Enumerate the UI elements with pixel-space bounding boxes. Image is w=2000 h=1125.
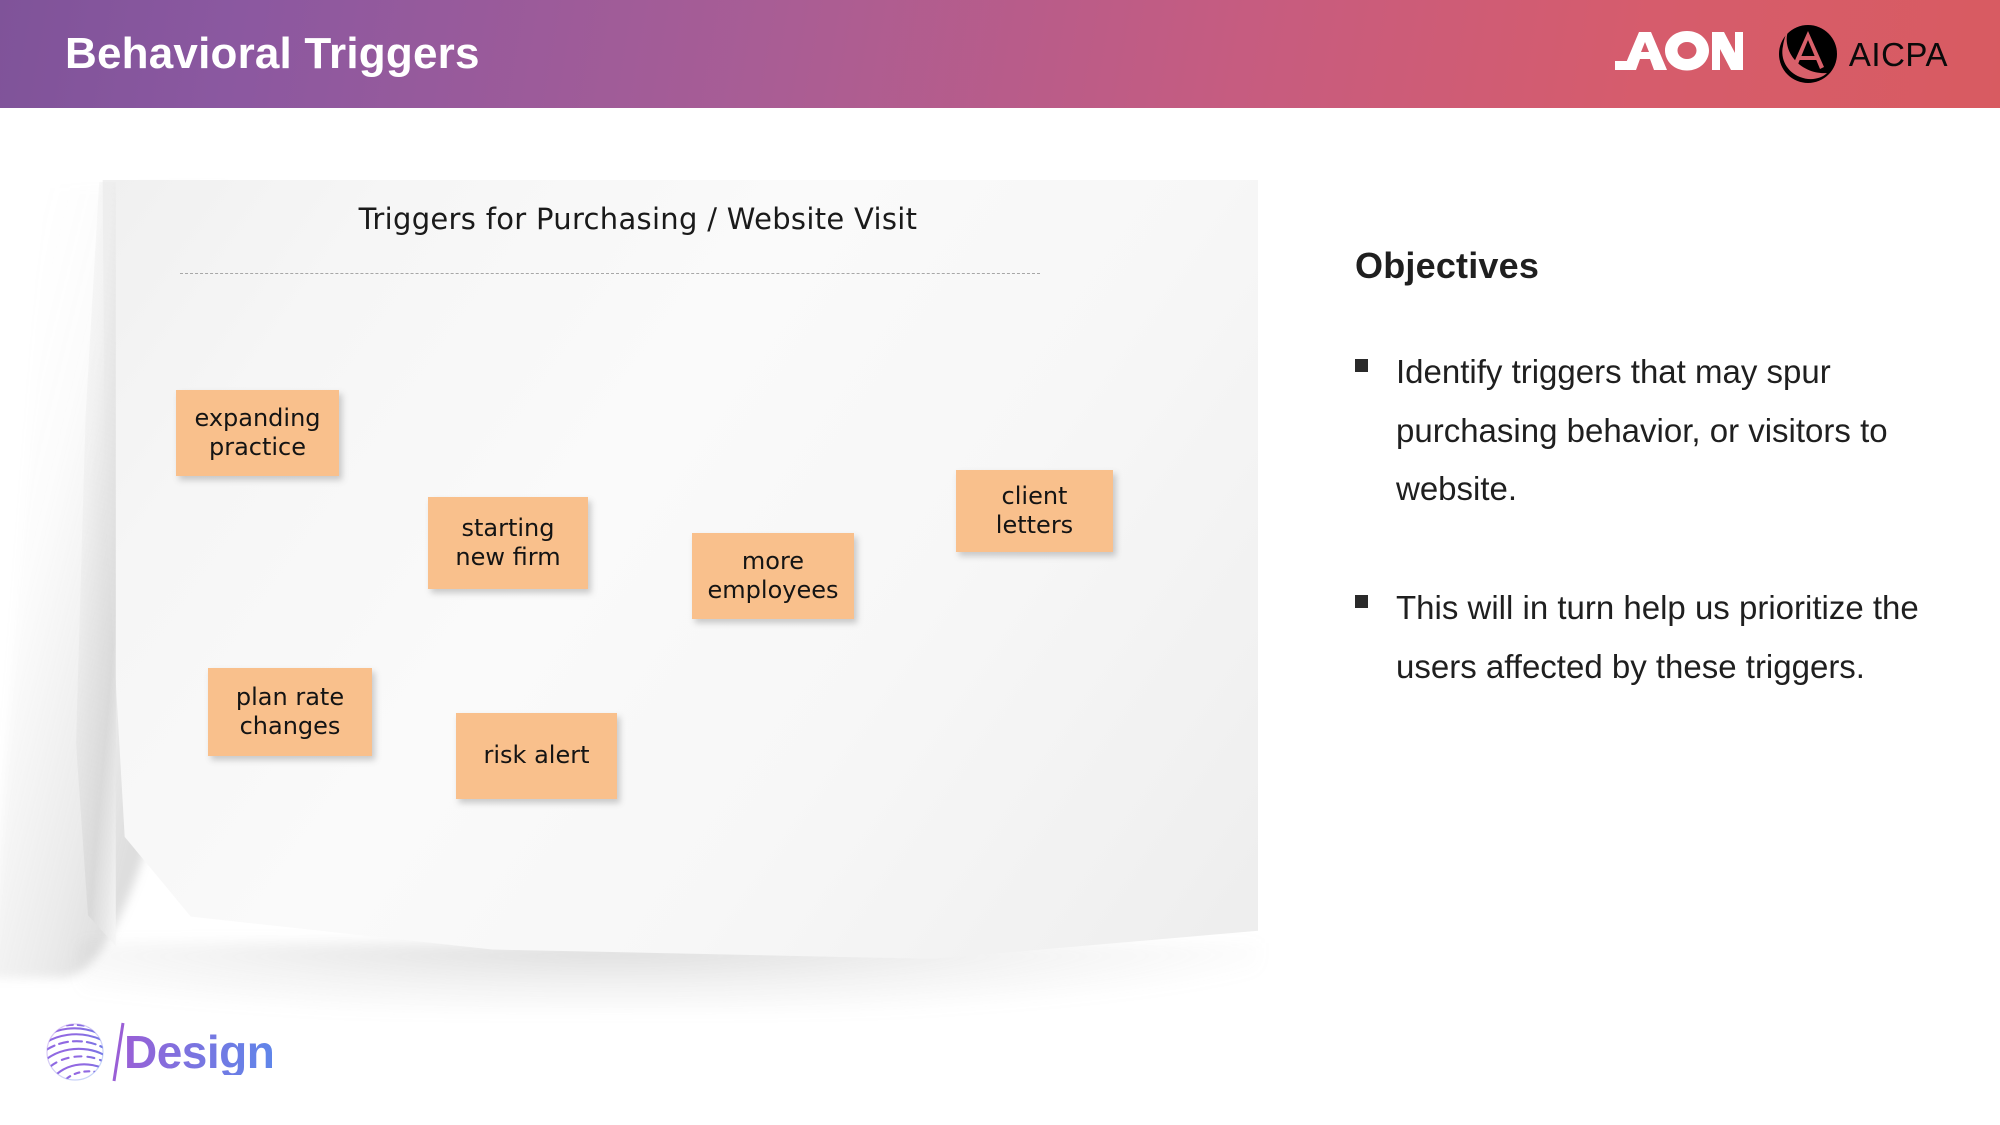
aicpa-mark-icon (1778, 25, 1837, 83)
whiteboard-drop-shadow (80, 943, 1260, 1013)
objective-bullet-text: Identify triggers that may spur purchasi… (1396, 353, 1888, 508)
whiteboard-content: Triggers for Purchasing / Website Visit … (98, 180, 1258, 962)
design-wordmark: Design (124, 1026, 275, 1078)
sticky-note[interactable]: more employees (692, 533, 854, 619)
sticky-note[interactable]: plan rate changes (208, 668, 372, 756)
objective-bullet: Identify triggers that may spur purchasi… (1355, 343, 1955, 519)
whiteboard-divider (180, 273, 1040, 274)
design-globe-icon (46, 1023, 104, 1081)
design-slash-icon (112, 1022, 125, 1082)
sticky-note[interactable]: starting new firm (428, 497, 588, 589)
aon-logo-icon (1614, 30, 1743, 70)
sticky-note[interactable]: client letters (956, 470, 1113, 552)
sticky-note[interactable]: expanding practice (176, 390, 339, 476)
bullet-square-icon (1355, 359, 1368, 372)
page-title: Behavioral Triggers (65, 29, 480, 78)
objective-bullet-text: This will in turn help us prioritize the… (1396, 589, 1919, 685)
objectives-panel: Objectives Identify triggers that may sp… (1355, 245, 1955, 757)
header-bar: Behavioral Triggers (0, 0, 2000, 108)
objective-bullet: This will in turn help us prioritize the… (1355, 579, 1955, 696)
design-logo: Design (42, 1019, 275, 1085)
bullet-square-icon (1355, 595, 1368, 609)
whiteboard-title: Triggers for Purchasing / Website Visit (358, 202, 918, 236)
header-logo-group: AICPA (1614, 23, 1948, 85)
aon-logo (1614, 28, 1745, 81)
whiteboard: Triggers for Purchasing / Website Visit … (0, 180, 1270, 1013)
whiteboard-page (102, 180, 1258, 959)
objectives-heading: Objectives (1355, 245, 1540, 286)
sticky-note[interactable]: risk alert (456, 713, 617, 799)
aicpa-wordmark: AICPA (1848, 35, 1948, 73)
aicpa-logo: AICPA (1777, 23, 1948, 85)
